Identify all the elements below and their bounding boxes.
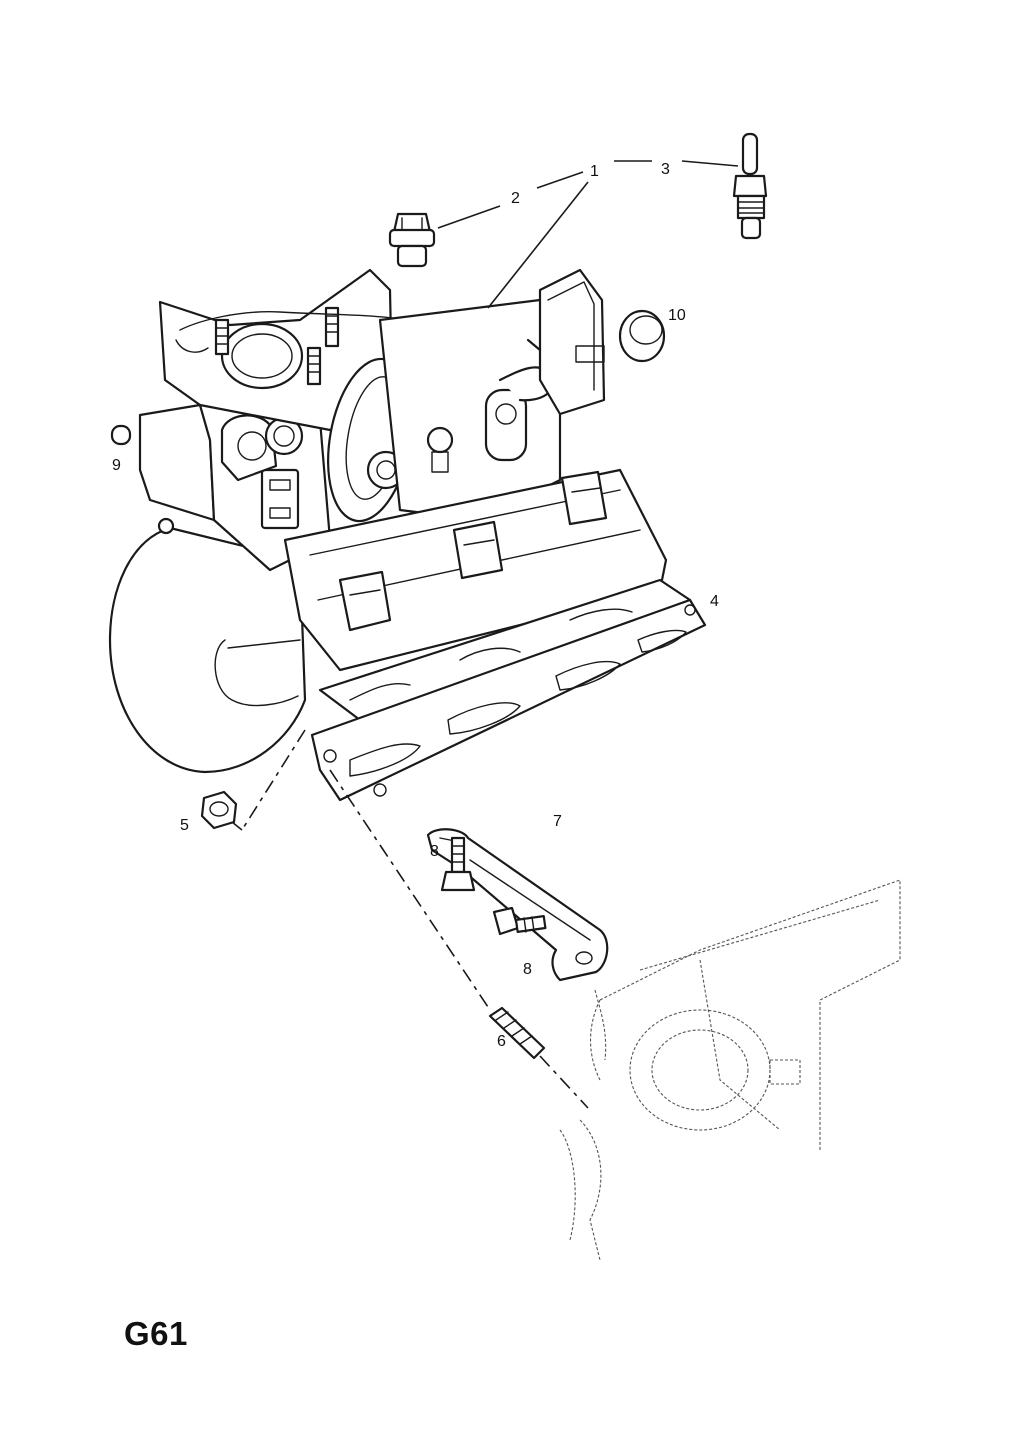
ghosted-cylinder-head bbox=[559, 879, 901, 1261]
intake-manifold-assembly bbox=[108, 268, 692, 774]
callout-1: 1 bbox=[590, 163, 599, 180]
part-3-connector bbox=[732, 132, 768, 240]
part-7-bracket bbox=[426, 828, 609, 982]
callout-3: 3 bbox=[661, 161, 670, 178]
part-9-cap bbox=[110, 424, 132, 446]
part-10-cap bbox=[618, 309, 666, 363]
callout-8-lower: 8 bbox=[523, 961, 532, 978]
callout-labels: 1 2 3 4 5 6 7 8 8 9 10 bbox=[112, 161, 719, 1050]
callout-5: 5 bbox=[180, 817, 189, 834]
part-8-bolt-upper bbox=[440, 836, 476, 892]
callout-2: 2 bbox=[511, 190, 520, 207]
diagram-code: G61 bbox=[124, 1315, 188, 1352]
part-4-gasket bbox=[310, 598, 707, 802]
callout-4: 4 bbox=[710, 593, 719, 610]
part-2-plug bbox=[388, 212, 436, 268]
callout-6: 6 bbox=[497, 1033, 506, 1050]
part-6-stud bbox=[488, 1006, 546, 1060]
callout-8-upper: 8 bbox=[430, 843, 439, 860]
callout-9: 9 bbox=[112, 457, 121, 474]
leader-lines bbox=[231, 160, 739, 1109]
callout-7: 7 bbox=[553, 813, 562, 830]
callout-10: 10 bbox=[668, 307, 686, 324]
part-8-bolt-lower bbox=[492, 906, 547, 936]
part-5-nut bbox=[200, 790, 238, 830]
